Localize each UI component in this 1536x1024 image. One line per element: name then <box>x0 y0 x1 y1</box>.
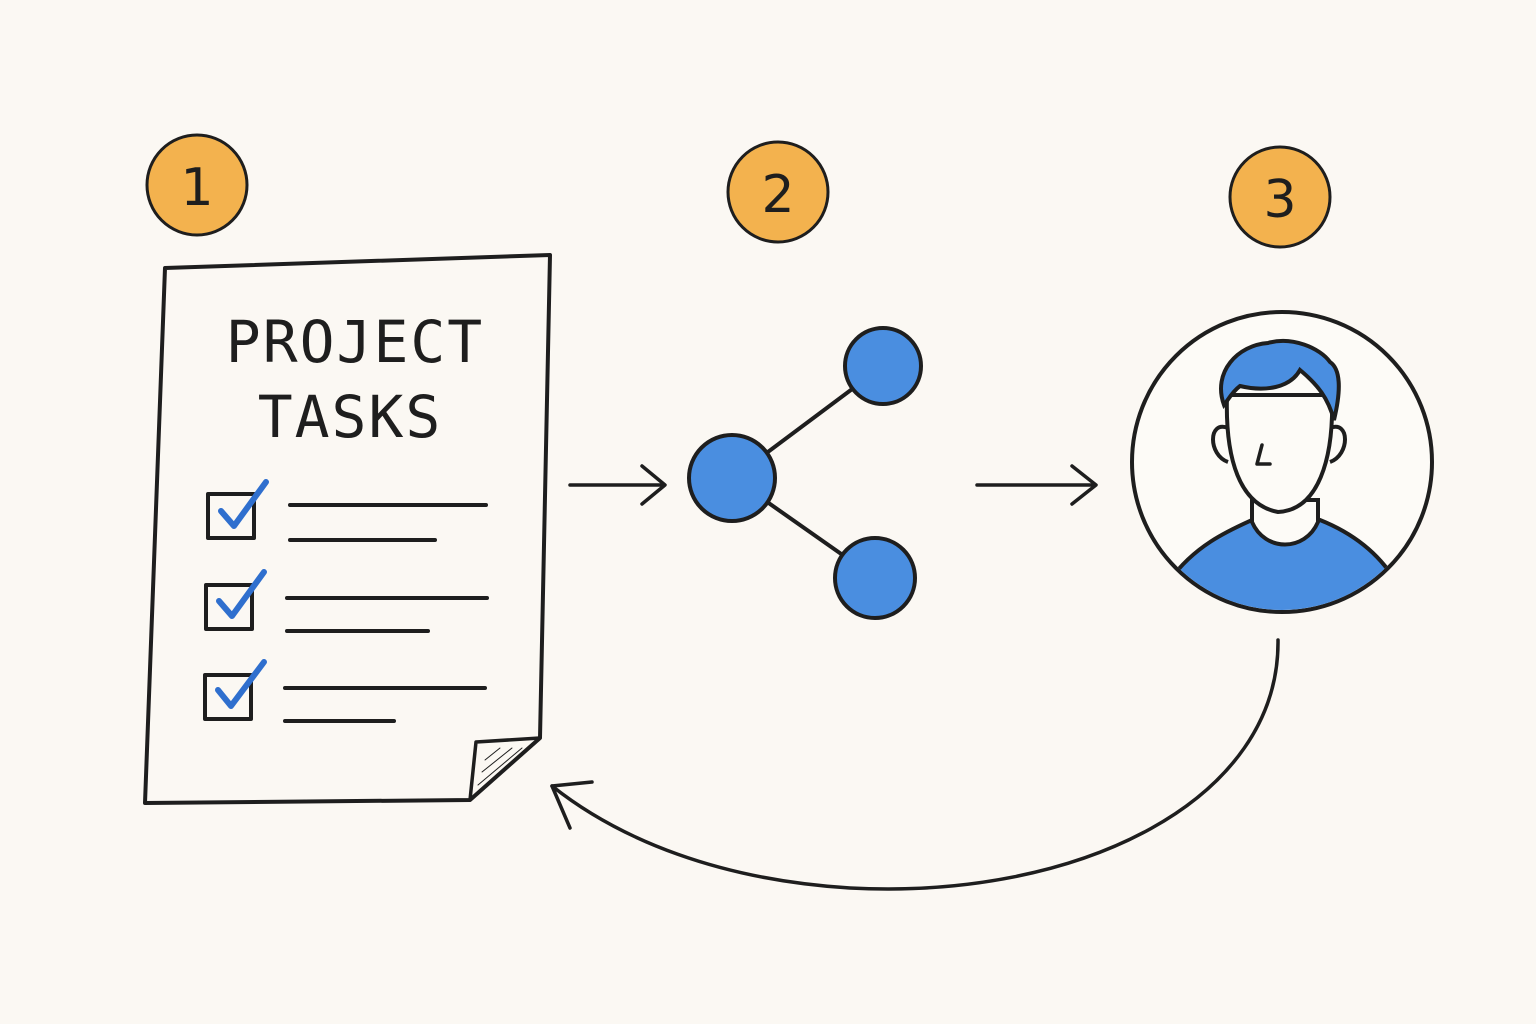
step-badge-1: 1 <box>145 133 249 237</box>
return-arrow-icon <box>550 638 1280 891</box>
checklist-item <box>203 659 487 723</box>
checklist-item <box>204 569 489 633</box>
checkmark-icon <box>215 659 267 709</box>
arrow-right-icon <box>568 464 667 506</box>
document-title-line-2: TASKS <box>258 383 443 451</box>
step-badge-3: 3 <box>1228 145 1332 249</box>
checklist-item <box>206 479 488 542</box>
task-document-icon: PROJECT TASKS <box>143 253 552 805</box>
checkbox-icon <box>206 492 256 540</box>
arrow-right-icon <box>975 464 1098 506</box>
step-number-2: 2 <box>761 165 794 225</box>
checkbox-icon <box>203 673 253 721</box>
step-badge-2: 2 <box>726 140 830 244</box>
share-network-icon <box>687 326 923 620</box>
checkmark-icon <box>216 569 267 619</box>
user-avatar-icon <box>1130 310 1434 614</box>
document-title-line-1: PROJECT <box>226 308 484 376</box>
step-number-3: 3 <box>1263 170 1296 230</box>
checkmark-icon <box>218 479 269 529</box>
step-number-1: 1 <box>180 158 213 218</box>
checkbox-icon <box>204 583 254 631</box>
